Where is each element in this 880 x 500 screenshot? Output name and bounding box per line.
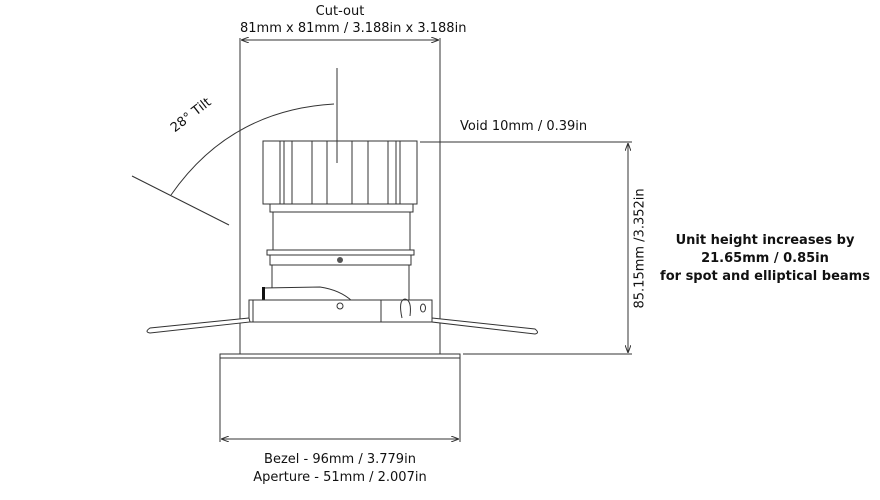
cutout-title: Cut-out bbox=[315, 4, 365, 19]
cutout-dimension: 81mm x 81mm / 3.188in x 3.188in bbox=[240, 21, 467, 36]
note-line-3: for spot and elliptical beams bbox=[660, 269, 870, 284]
cutout-label: Cut-out 81mm x 81mm / 3.188in x 3.188in bbox=[240, 3, 467, 37]
bezel-label: Bezel - 96mm / 3.779in bbox=[264, 452, 416, 467]
cutout-dimension-lines bbox=[239, 38, 441, 354]
note-line-1: Unit height increases by bbox=[675, 233, 855, 248]
aperture-label: Aperture - 51mm / 2.007in bbox=[253, 470, 427, 485]
fixture-body bbox=[146, 140, 538, 335]
note-line-2: 21.65mm / 0.85in bbox=[701, 251, 829, 266]
bezel bbox=[219, 353, 461, 442]
bezel-aperture-label: Bezel - 96mm / 3.779in Aperture - 51mm /… bbox=[220, 451, 460, 487]
height-dimension-lines bbox=[420, 141, 632, 355]
beam-height-note: Unit height increases by 21.65mm / 0.85i… bbox=[650, 232, 880, 286]
void-label: Void 10mm / 0.39in bbox=[460, 119, 588, 134]
height-label: 85.15mm /3.352in bbox=[632, 188, 648, 309]
